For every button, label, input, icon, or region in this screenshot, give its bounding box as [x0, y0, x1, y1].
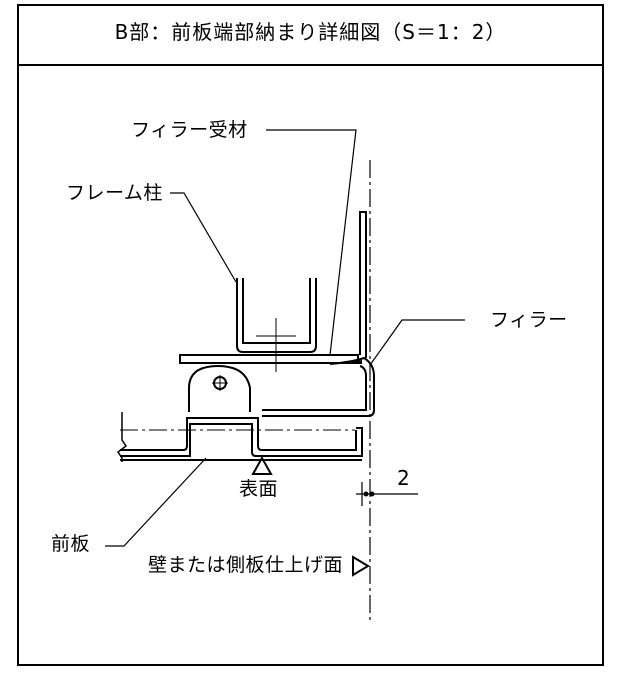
label-frame-column: フレーム柱: [66, 182, 163, 204]
mounting-bracket: [188, 364, 251, 412]
leader-filler-receiver: [266, 129, 357, 356]
surface-triangle: [251, 455, 273, 475]
label-front-plate: 前板: [51, 533, 91, 555]
label-surface: 表面: [239, 478, 279, 500]
filler-angle: [262, 356, 375, 417]
label-filler-receiver: フィラー受材: [131, 119, 248, 141]
leader-front-plate: [105, 457, 207, 547]
drawing-title: B部：前板端部納まり詳細図（S＝1：2）: [114, 20, 507, 44]
filler-receiver-plate: [179, 354, 359, 364]
label-filler: フィラー: [490, 309, 568, 331]
stiffener-channel: [120, 417, 363, 457]
drawing-border: [17, 4, 604, 666]
wall-finish-triangle: [352, 555, 370, 577]
filler-upright: [359, 211, 367, 358]
label-gap-dimension: 2: [397, 466, 411, 490]
leader-frame-column: [170, 192, 237, 283]
break-line: [116, 412, 128, 462]
filler-joint-fill: [340, 360, 362, 364]
label-wall-finish: 壁または側板仕上げ面: [148, 554, 344, 576]
leader-filler: [369, 319, 465, 366]
